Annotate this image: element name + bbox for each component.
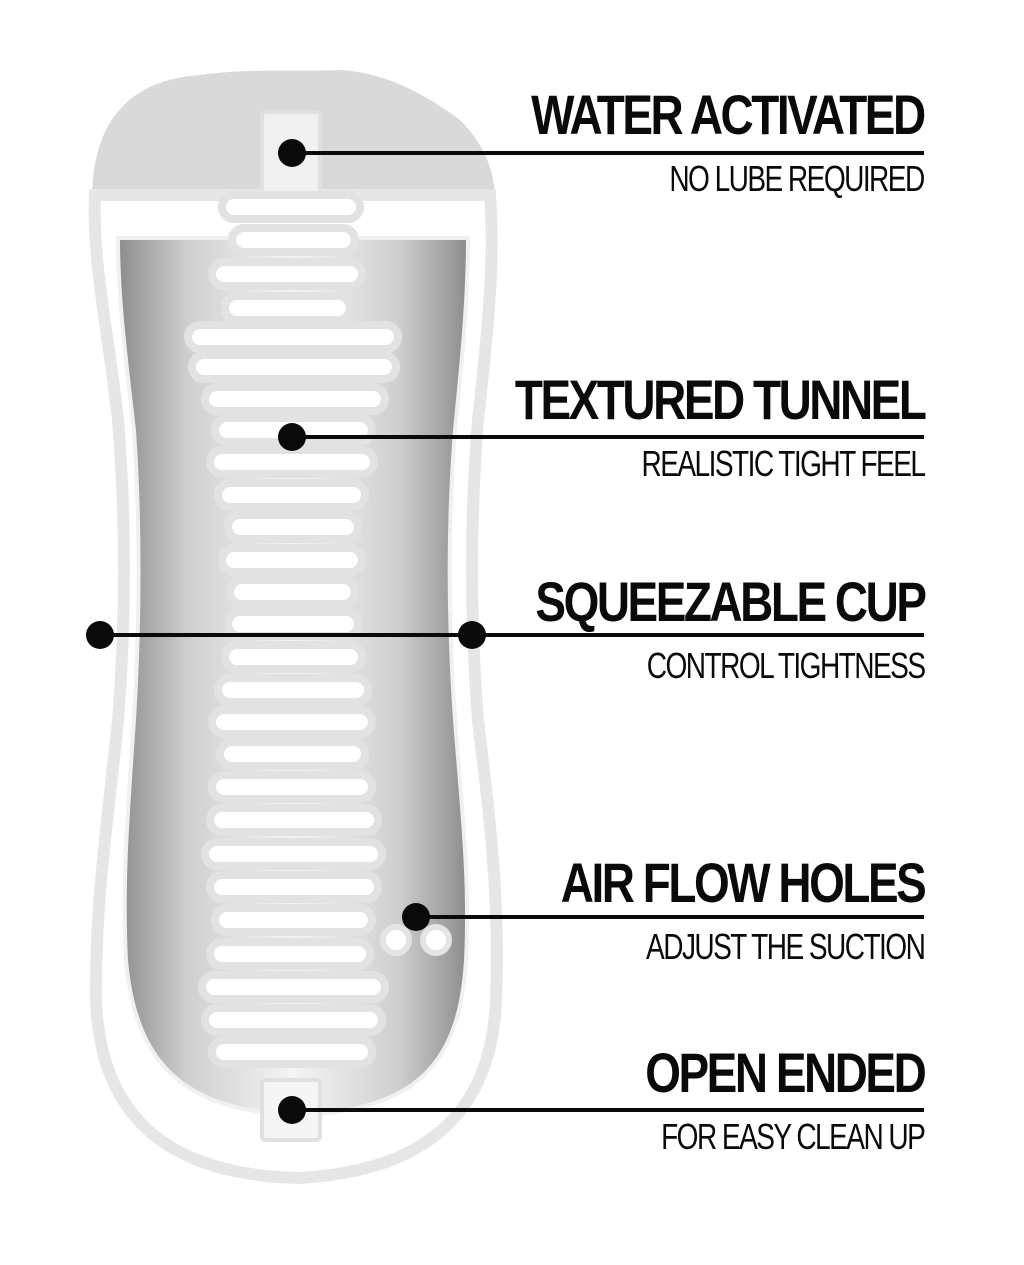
tunnel-rib [221,292,354,324]
tunnel-rib [218,544,366,576]
tunnel-rib [206,871,382,903]
callout-subtitle: CONTROL TIGHTNESS [646,645,925,686]
tunnel-rib [221,641,366,673]
tunnel-rib [208,258,366,290]
tunnel-rib [228,224,359,256]
tunnel-rib [218,191,364,223]
tunnel-rib [188,351,400,383]
tunnel-rib [224,608,362,640]
callout-textured-tunnel: TEXTURED TUNNEL REALISTIC TIGHT FEEL [425,368,926,484]
callout-subtitle: NO LUBE REQUIRED [669,158,926,199]
tunnel-rib [201,383,389,415]
dot-squeezable-left [86,621,114,649]
tunnel-rib [216,738,369,770]
dot-open [278,1096,306,1124]
callout-open-ended: OPEN ENDED FOR EASY CLEAN UP [584,1041,927,1157]
callout-title: SQUEEZABLE CUP [534,570,927,633]
dot-squeezable-right [458,621,486,649]
callout-title: AIR FLOW HOLES [560,851,926,914]
tunnel-rib [201,1004,386,1036]
tunnel-rib [214,479,369,511]
callout-subtitle: REALISTIC TIGHT FEEL [641,443,926,484]
callout-subtitle: FOR EASY CLEAN UP [660,1116,926,1157]
callout-subtitle: ADJUST THE SUCTION [645,926,926,967]
callout-water-activated: WATER ACTIVATED NO LUBE REQUIRED [445,83,926,199]
tunnel-rib [198,971,389,1003]
dot-water [278,139,306,167]
dot-airflow [402,903,430,931]
tunnel-rib [208,771,376,803]
textured-tunnel [184,191,402,1068]
callout-squeezable-cup: SQUEEZABLE CUP CONTROL TIGHTNESS [450,570,927,686]
tunnel-rib [211,904,376,936]
tunnel-rib [208,1036,376,1068]
tunnel-rib [184,321,402,353]
tunnel-rib [206,938,374,970]
callout-title: WATER ACTIVATED [531,83,926,146]
callout-title: TEXTURED TUNNEL [514,368,926,431]
tunnel-rib [206,804,382,836]
air-hole-right [420,924,452,956]
dot-textured [278,423,306,451]
tunnel-rib [224,511,362,543]
tunnel-rib [226,576,359,608]
tunnel-rib [206,446,378,478]
callout-leaders [86,139,924,1124]
tunnel-rib [201,838,386,870]
callout-title: OPEN ENDED [644,1041,927,1104]
air-hole-left [380,924,412,956]
callout-air-flow-holes: AIR FLOW HOLES ADJUST THE SUCTION [481,851,926,967]
tunnel-rib [208,706,376,738]
tunnel-rib [214,674,372,706]
